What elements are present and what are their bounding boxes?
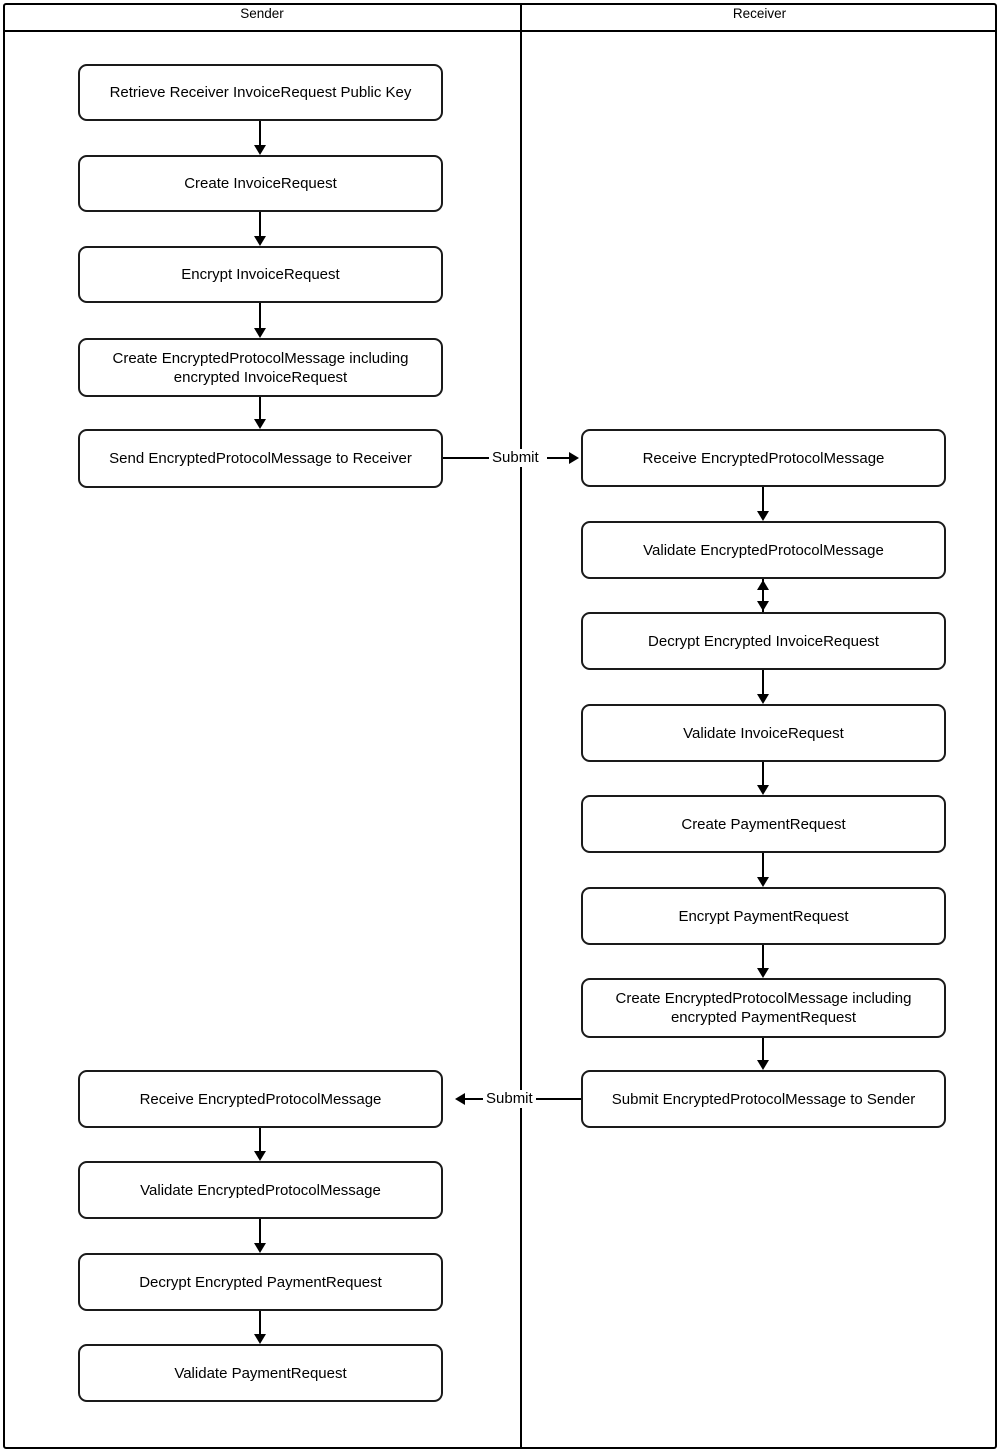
message-flow-submit-2-arrowhead (455, 1093, 465, 1105)
node-create-invoicerequest[interactable]: Create InvoiceRequest (78, 155, 443, 212)
node-send-encryptedprotocolmessage-to-receiver[interactable]: Send EncryptedProtocolMessage to Receive… (78, 429, 443, 488)
node-validate-invoicerequest[interactable]: Validate InvoiceRequest (581, 704, 946, 762)
flow-r3-r4-line (762, 670, 764, 696)
message-flow-submit-2-line-right (528, 1098, 581, 1100)
node-sender-validate-encryptedprotocolmessage[interactable]: Validate EncryptedProtocolMessage (78, 1161, 443, 1219)
message-flow-submit-1-line-right (547, 457, 571, 459)
node-submit-encryptedprotocolmessage-to-sender[interactable]: Submit EncryptedProtocolMessage to Sende… (581, 1070, 946, 1128)
node-label: Decrypt Encrypted InvoiceRequest (648, 632, 879, 650)
message-flow-submit-2-line-left (465, 1098, 489, 1100)
node-label: Decrypt Encrypted PaymentRequest (139, 1273, 382, 1291)
flow-s4-s5-line (259, 397, 261, 421)
lane-header-band (3, 3, 997, 32)
flow-r6-r7-arrowhead (757, 968, 769, 978)
flow-r2-r3-arrowhead-up (757, 580, 769, 590)
flow-s6-s7-line (259, 1128, 261, 1153)
node-label: Retrieve Receiver InvoiceRequest Public … (109, 84, 412, 101)
node-create-encryptedprotocolmessage-paymentrequest[interactable]: Create EncryptedProtocolMessage includin… (581, 978, 946, 1038)
node-label: Encrypt PaymentRequest (678, 907, 849, 925)
node-encrypt-invoicerequest[interactable]: Encrypt InvoiceRequest (78, 246, 443, 303)
node-label: Validate InvoiceRequest (683, 724, 844, 742)
flow-s3-s4-line (259, 303, 261, 330)
message-flow-submit-1-label: Submit (489, 449, 542, 467)
node-label: Validate PaymentRequest (174, 1364, 347, 1382)
flow-r4-r5-arrowhead (757, 785, 769, 795)
node-encrypt-paymentrequest[interactable]: Encrypt PaymentRequest (581, 887, 946, 945)
flow-s3-s4-arrowhead (254, 328, 266, 338)
lane-title-sender: Sender (240, 6, 284, 21)
flow-s7-s8-arrowhead (254, 1243, 266, 1253)
node-label: Receive EncryptedProtocolMessage (139, 1090, 382, 1108)
flow-r5-r6-arrowhead (757, 877, 769, 887)
node-receiver-validate-encryptedprotocolmessage[interactable]: Validate EncryptedProtocolMessage (581, 521, 946, 579)
message-flow-submit-2-label: Submit (483, 1090, 536, 1108)
flow-s2-s3-line (259, 212, 261, 238)
node-decrypt-encrypted-paymentrequest[interactable]: Decrypt Encrypted PaymentRequest (78, 1253, 443, 1311)
flow-r5-r6-line (762, 853, 764, 879)
node-label: Receive EncryptedProtocolMessage (642, 449, 885, 467)
node-label: Send EncryptedProtocolMessage to Receive… (109, 450, 412, 467)
flow-s1-s2-arrowhead (254, 145, 266, 155)
node-create-encryptedprotocolmessage-invoicerequest[interactable]: Create EncryptedProtocolMessage includin… (78, 338, 443, 397)
lane-divider (520, 3, 522, 1449)
node-create-paymentrequest[interactable]: Create PaymentRequest (581, 795, 946, 853)
node-receiver-receive-encryptedprotocolmessage[interactable]: Receive EncryptedProtocolMessage (581, 429, 946, 487)
flow-r1-r2-arrowhead (757, 511, 769, 521)
flow-s2-s3-arrowhead (254, 236, 266, 246)
flow-s6-s7-arrowhead (254, 1151, 266, 1161)
node-label: Create PaymentRequest (681, 815, 846, 833)
flow-r3-r4-arrowhead (757, 694, 769, 704)
flow-s8-s9-arrowhead (254, 1334, 266, 1344)
message-flow-submit-1-line-left (443, 457, 493, 459)
node-label: Create EncryptedProtocolMessage includin… (615, 990, 912, 1026)
node-decrypt-encrypted-invoicerequest[interactable]: Decrypt Encrypted InvoiceRequest (581, 612, 946, 670)
flow-r4-r5-line (762, 762, 764, 787)
flow-r2-r3-arrowhead-down (757, 601, 769, 611)
node-label: Validate EncryptedProtocolMessage (140, 1181, 381, 1199)
node-validate-paymentrequest[interactable]: Validate PaymentRequest (78, 1344, 443, 1402)
node-label: Validate EncryptedProtocolMessage (643, 541, 884, 559)
node-retrieve-receiver-public-key[interactable]: Retrieve Receiver InvoiceRequest Public … (78, 64, 443, 121)
flow-r2-r3-line (762, 579, 764, 612)
node-sender-receive-encryptedprotocolmessage[interactable]: Receive EncryptedProtocolMessage (78, 1070, 443, 1128)
flow-s1-s2-line (259, 121, 261, 147)
flow-s7-s8-line (259, 1219, 261, 1245)
flow-r7-r8-arrowhead (757, 1060, 769, 1070)
flow-s8-s9-line (259, 1311, 261, 1336)
flow-r1-r2-line (762, 487, 764, 513)
node-label: Submit EncryptedProtocolMessage to Sende… (611, 1090, 916, 1108)
flow-r6-r7-line (762, 945, 764, 970)
flow-r7-r8-line (762, 1038, 764, 1062)
lane-title-receiver: Receiver (732, 6, 787, 21)
node-label: Create InvoiceRequest (184, 175, 337, 192)
flow-s4-s5-arrowhead (254, 419, 266, 429)
node-label: Create EncryptedProtocolMessage includin… (112, 349, 409, 386)
node-label: Encrypt InvoiceRequest (181, 266, 340, 283)
message-flow-submit-1-arrowhead (569, 452, 579, 464)
